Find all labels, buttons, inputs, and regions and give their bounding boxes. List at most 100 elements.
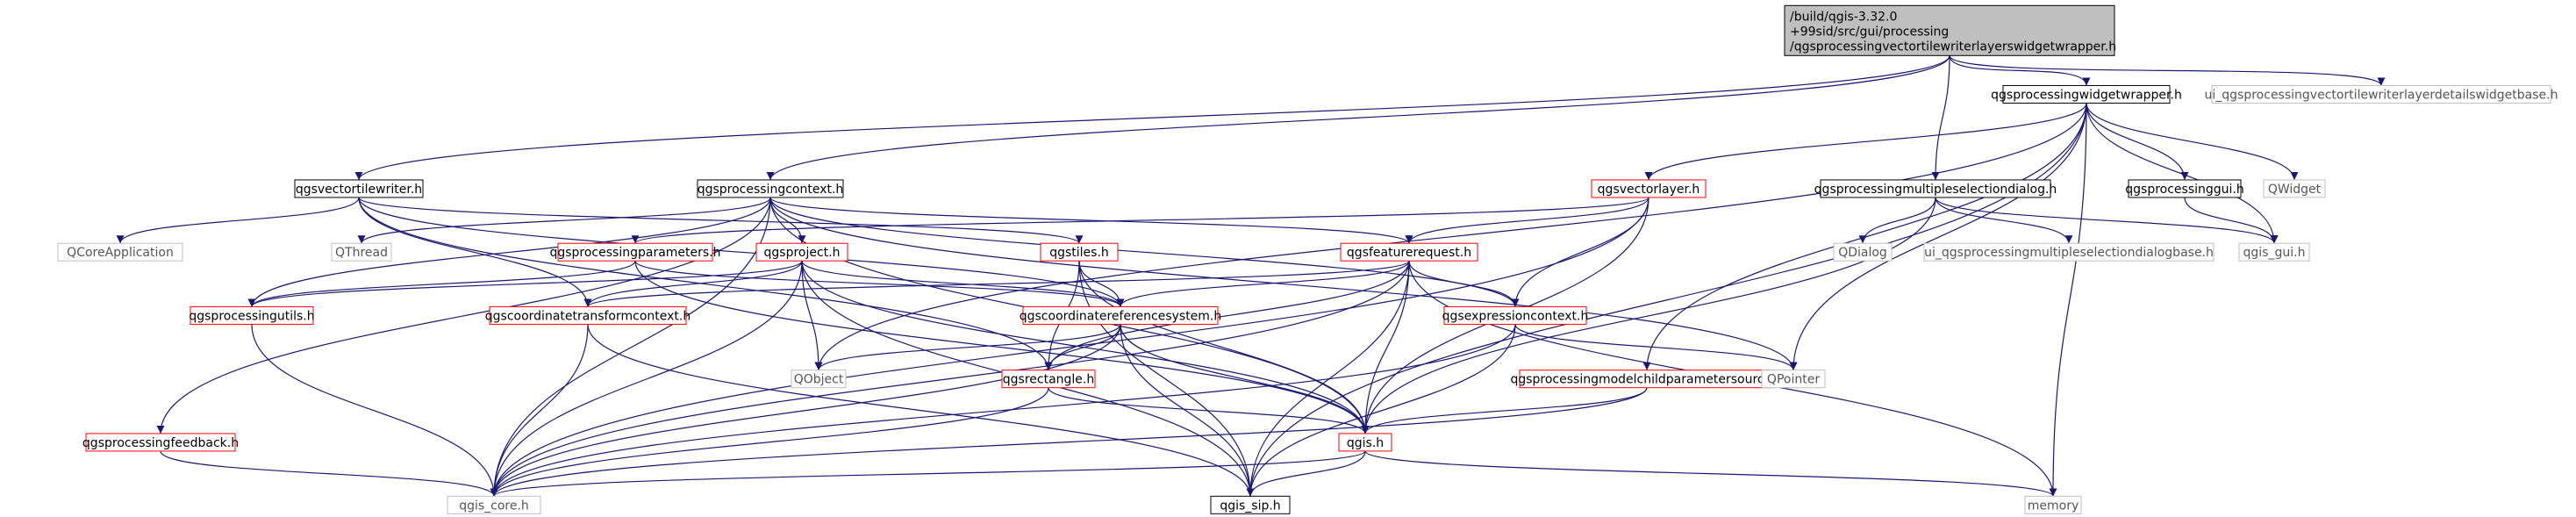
node-ctcontext[interactable]: qgscoordinatetransformcontext.h: [485, 305, 691, 325]
edge-vectorlayer-to-qgis_core: [490, 197, 1649, 497]
node-tiles-label: qgstiles.h: [1049, 246, 1109, 260]
node-widgetwrapper[interactable]: qgsprocessingwidgetwrapper.h: [1991, 84, 2182, 104]
node-procutils[interactable]: qgsprocessingutils.h: [189, 305, 315, 325]
node-qgis_sip[interactable]: qgis_sip.h: [1210, 495, 1291, 514]
edge-widgetwrapper-to-qwidget: [2086, 103, 2299, 180]
node-procparams[interactable]: qgsprocessingparameters.h: [549, 242, 721, 262]
node-exprcontext[interactable]: qgsexpressioncontext.h: [1442, 305, 1589, 325]
node-tiles[interactable]: qgstiles.h: [1040, 242, 1119, 262]
node-qcoreapp-label: QCoreApplication: [67, 246, 174, 260]
node-qpointer: QPointer: [1761, 370, 1826, 389]
node-processingcontext-box: [697, 179, 844, 198]
edge-widgetwrapper-to-modelchild: [1642, 103, 2087, 370]
edge-root-to-widgetwrapper: [1949, 55, 2091, 86]
edge-crs-to-qgis: [1120, 324, 1370, 434]
node-vectorlayer[interactable]: qgsvectorlayer.h: [1591, 179, 1707, 198]
node-crs[interactable]: qgscoordinatereferencesystem.h: [1020, 305, 1222, 325]
node-qpointer-label: QPointer: [1767, 373, 1820, 387]
node-widgetwrapper-box: [2002, 84, 2171, 104]
edge-project-to-procutils: [247, 260, 803, 307]
node-qthread-label: QThread: [335, 246, 388, 260]
edge-widgetwrapper-to-qobject: [814, 103, 2087, 370]
edge-project-to-crs: [801, 260, 1125, 307]
edge-multiselect-to-qdialog: [1858, 197, 1936, 244]
node-qgis_gui-box: [2238, 242, 2310, 262]
edge-featurerequest-to-exprcontext: [1408, 261, 1520, 307]
edge-project-to-qgis_core: [490, 261, 803, 497]
edge-procparams-to-crs: [634, 260, 1125, 307]
edge-project-to-ctcontext: [583, 261, 803, 307]
node-qgis-label: qgis.h: [1347, 436, 1384, 450]
node-processinggui[interactable]: qgsprocessinggui.h: [2125, 179, 2244, 198]
node-qcoreapp: QCoreApplication: [57, 242, 183, 262]
edge-featurerequest-to-rectangle: [1044, 261, 1410, 370]
node-exprcontext-label: qgsexpressioncontext.h: [1442, 309, 1589, 323]
node-modelchild-label: qgsprocessingmodelchildparametersource.h: [1510, 373, 1783, 387]
edge-exprcontext-to-qpointer: [1514, 324, 1798, 370]
edge-rectangle-to-qgis_core: [490, 387, 1049, 497]
edge-vectorlayer-to-featurerequest: [1405, 197, 1649, 244]
node-tiles-box: [1040, 242, 1119, 262]
node-qgis-box: [1338, 433, 1392, 452]
node-featurerequest-box: [1340, 242, 1478, 262]
edge-widgetwrapper-to-vectorlayer: [1644, 103, 2087, 181]
node-exprcontext-box: [1443, 305, 1587, 325]
edge-exprcontext-to-qgis_sip: [1246, 324, 1516, 497]
node-processingcontext[interactable]: qgsprocessingcontext.h: [697, 179, 844, 198]
node-qgis_gui-label: qgis_gui.h: [2243, 246, 2306, 260]
node-multiselect-box: [1820, 179, 2051, 198]
node-featurerequest[interactable]: qgsfeaturerequest.h: [1340, 242, 1478, 262]
node-qgis_sip-box: [1210, 495, 1291, 514]
edge-vectortilewriter-to-rectangle: [358, 197, 1053, 370]
node-ui_details: ui_qgsprocessingvectortilewriterlayerdet…: [2205, 84, 2558, 104]
edge-vectorlayer-to-exprcontext: [1511, 197, 1649, 307]
node-ui_details-box: [2211, 84, 2551, 104]
node-vectortilewriter-box: [294, 179, 424, 198]
node-multiselect[interactable]: qgsprocessingmultipleselectiondialog.h: [1814, 179, 2057, 198]
node-procparams-label: qgsprocessingparameters.h: [549, 246, 720, 260]
edge-ctcontext-to-qgis_sip: [587, 324, 1255, 497]
edge-widgetwrapper-to-qgis_sip: [1246, 103, 2087, 497]
node-procparams-box: [557, 242, 713, 262]
node-modelchild[interactable]: qgsprocessingmodelchildparametersource.h: [1510, 370, 1784, 389]
edge-multiselect-to-qgis: [1361, 197, 1936, 434]
node-root-label: /qgsprocessingvectortilewriterlayerswidg…: [1790, 39, 2116, 54]
edge-processingcontext-to-qthread: [357, 197, 771, 244]
node-rectangle[interactable]: qgsrectangle.h: [1001, 370, 1096, 389]
node-crs-box: [1022, 305, 1219, 325]
edge-featurerequest-to-ctcontext: [583, 260, 1410, 307]
node-procfeedback-label: qgsprocessingfeedback.h: [82, 436, 239, 450]
node-qgis_sip-label: qgis_sip.h: [1220, 499, 1280, 513]
node-rectangle-label: qgsrectangle.h: [1003, 373, 1094, 387]
edge-root-to-multiselect: [1931, 55, 1950, 180]
node-memory-box: [2024, 495, 2082, 514]
edge-widgetwrapper-to-memory: [2049, 103, 2087, 497]
node-procfeedback[interactable]: qgsprocessingfeedback.h: [82, 433, 239, 452]
edge-processingcontext-to-procutils: [247, 197, 771, 307]
edge-vectortilewriter-to-qcoreapp: [116, 197, 360, 244]
node-root-label: /build/qgis-3.32.0: [1790, 10, 1897, 24]
node-crs-label: qgscoordinatereferencesystem.h: [1020, 309, 1222, 323]
node-qgis_core: qgis_core.h: [447, 495, 541, 514]
node-ui_multisel-box: [1923, 242, 2215, 262]
edge-qgis-to-memory: [1364, 450, 2057, 497]
node-qwidget-box: [2263, 179, 2326, 198]
edge-processingcontext-to-qpointer: [769, 197, 1798, 370]
node-featurerequest-label: qgsfeaturerequest.h: [1347, 246, 1471, 260]
node-ui_details-label: ui_qgsprocessingvectortilewriterlayerdet…: [2205, 88, 2558, 102]
node-ctcontext-label: qgscoordinatetransformcontext.h: [485, 309, 691, 323]
node-root[interactable]: /build/qgis-3.32.0+99sid/src/gui/process…: [1784, 4, 2116, 56]
node-memory-label: memory: [2028, 499, 2079, 513]
node-root-box: [1784, 4, 2115, 56]
node-ui_multisel: ui_qgsprocessingmultipleselectiondialogb…: [1923, 242, 2215, 262]
edge-featurerequest-to-crs: [1116, 260, 1410, 307]
edge-ctcontext-to-qgis_core: [490, 324, 589, 497]
node-qgis[interactable]: qgis.h: [1338, 433, 1392, 452]
node-project[interactable]: qgsproject.h: [755, 242, 848, 262]
node-processingcontext-label: qgsprocessingcontext.h: [698, 183, 844, 197]
node-vectortilewriter[interactable]: qgsvectortilewriter.h: [294, 179, 424, 198]
node-vectorlayer-label: qgsvectorlayer.h: [1598, 183, 1700, 197]
edge-crs-to-qgis_core: [490, 324, 1121, 497]
edge-processingcontext-to-qgis_core: [490, 197, 771, 497]
